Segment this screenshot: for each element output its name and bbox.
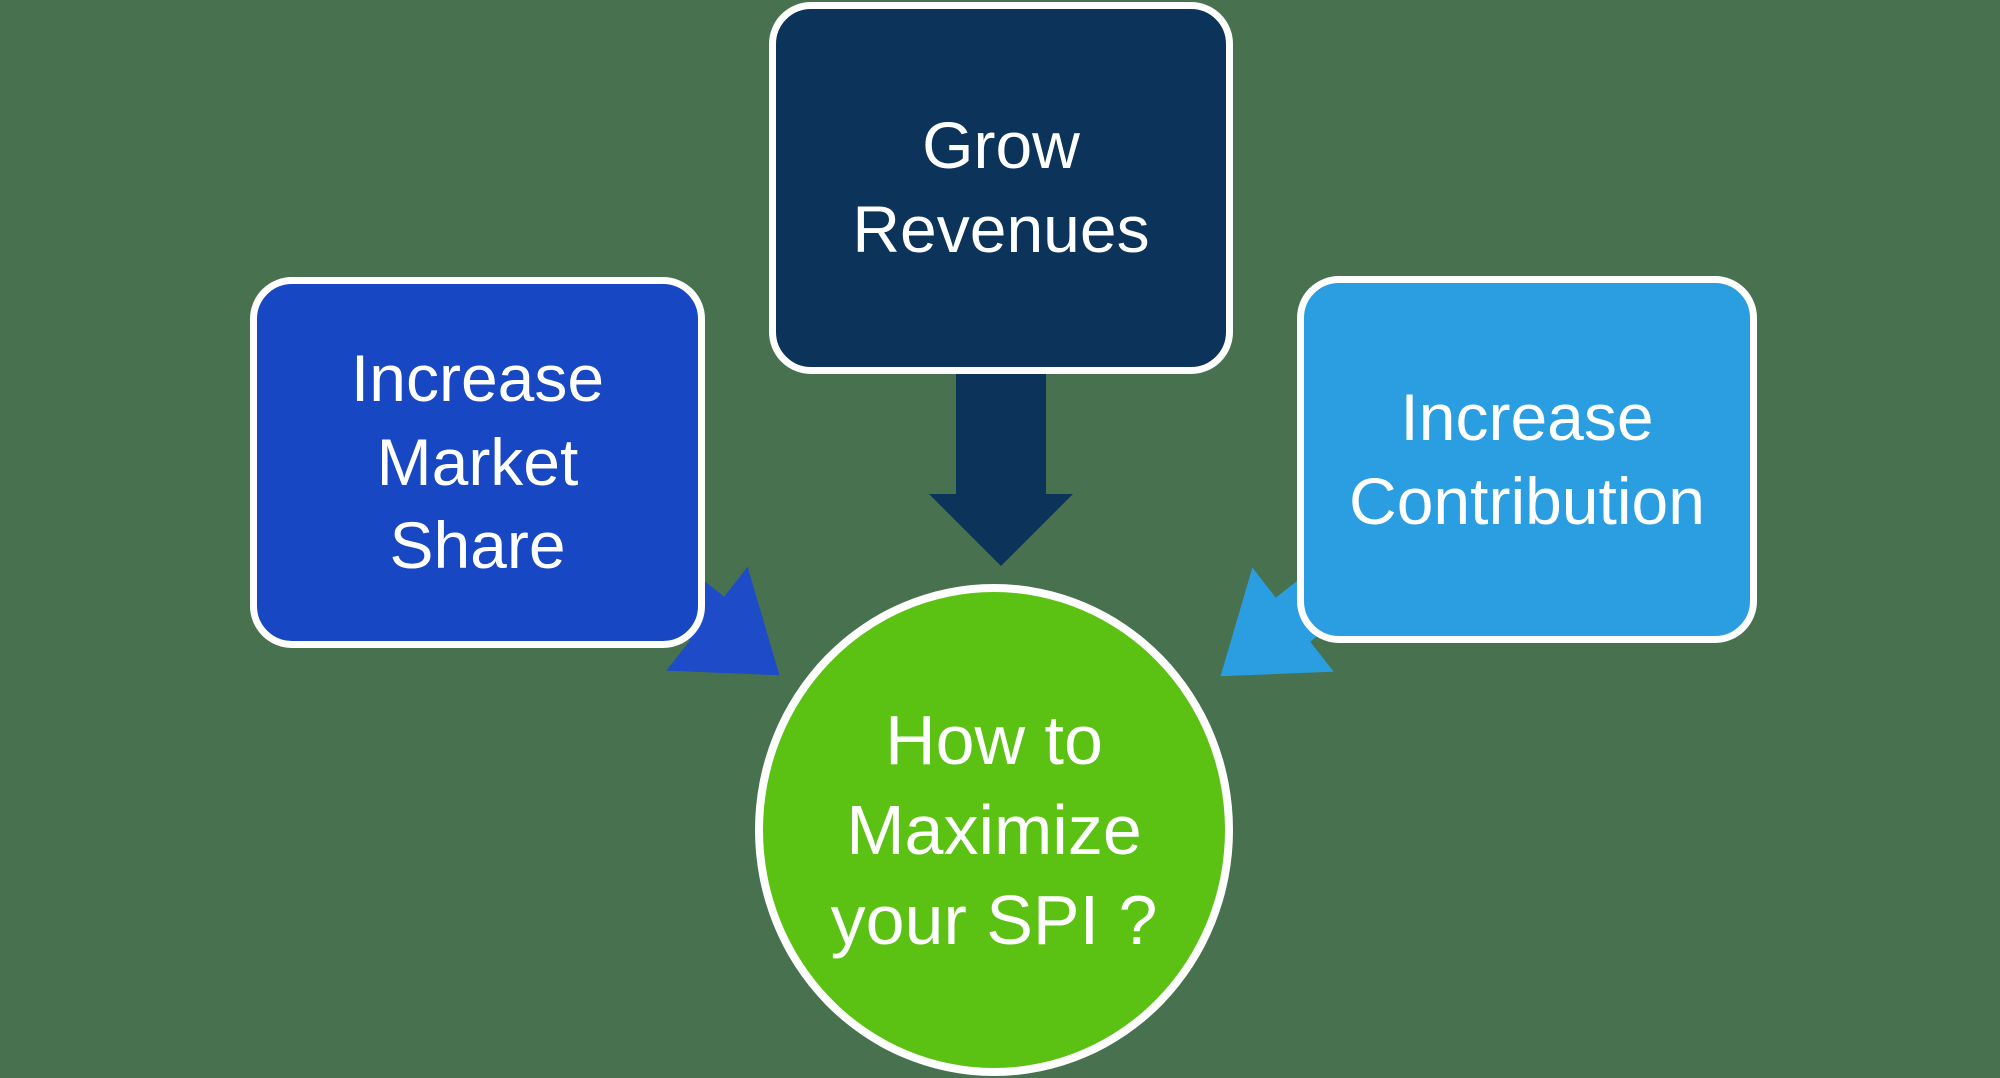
node-label-line: Increase: [350, 340, 605, 415]
node-label-line: Grow: [922, 108, 1080, 183]
node-increase-market-share: Increase Market Share: [250, 277, 705, 648]
node-label-line: Revenues: [852, 192, 1150, 266]
down-arrow-icon: [929, 366, 1073, 566]
node-label-line: your SPI ?: [830, 881, 1158, 960]
node-label-line: Increase: [1400, 379, 1654, 454]
node-label-line: Contribution: [1349, 463, 1705, 538]
node-label-line: How to: [885, 700, 1103, 779]
node-label-line: Share: [389, 508, 566, 583]
node-grow-revenues: Grow Revenues: [769, 2, 1233, 374]
node-label-line: Market: [376, 424, 579, 499]
node-how-to-maximize-spi: How to Maximize your SPI ?: [755, 584, 1233, 1076]
node-increase-contribution: Increase Contribution: [1297, 276, 1757, 643]
node-label-line: Maximize: [846, 790, 1142, 869]
